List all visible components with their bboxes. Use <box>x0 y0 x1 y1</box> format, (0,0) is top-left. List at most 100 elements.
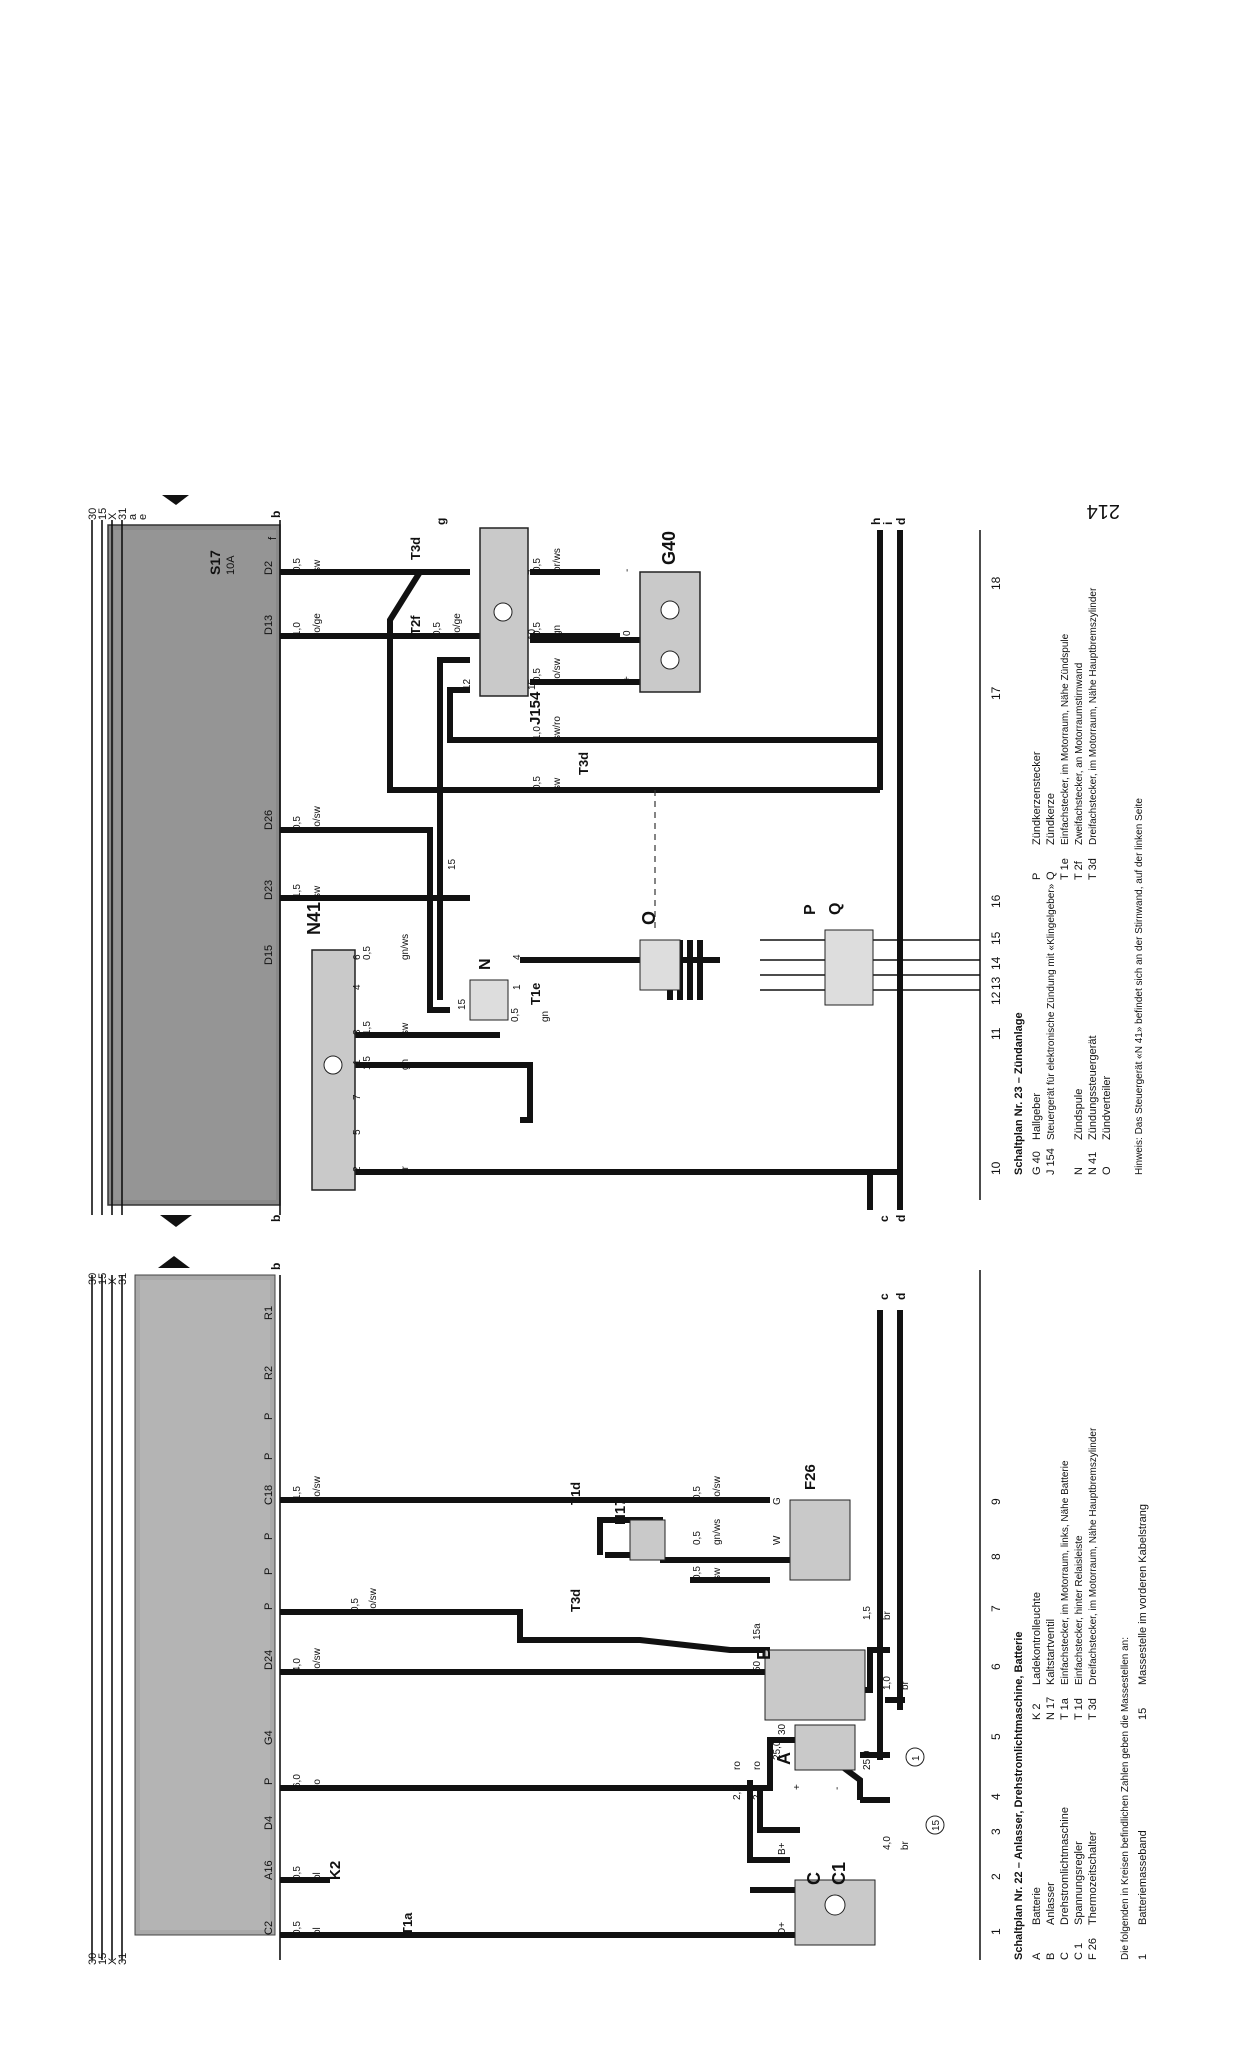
wire-letters-22: b c d <box>269 1263 908 1300</box>
svg-text:T1d: T1d <box>568 1482 583 1505</box>
svg-text:Einfachstecker, im Motorraum,: Einfachstecker, im Motorraum, links, Näh… <box>1060 1460 1071 1685</box>
svg-text:1: 1 <box>352 1059 363 1065</box>
regulator-label: C1 <box>829 1862 849 1885</box>
svg-text:4,0: 4,0 <box>882 1836 893 1850</box>
svg-text:10: 10 <box>989 1161 1003 1175</box>
svg-text:T3d: T3d <box>408 537 423 560</box>
svg-text:G: G <box>772 1497 783 1505</box>
svg-text:N 17: N 17 <box>1045 1697 1057 1720</box>
svg-text:0,5: 0,5 <box>532 622 543 636</box>
svg-text:B: B <box>1045 1953 1057 1960</box>
svg-text:15: 15 <box>97 508 109 520</box>
svg-text:-: - <box>622 569 633 572</box>
coil-label: N <box>477 958 494 970</box>
svg-text:5: 5 <box>989 1733 1003 1740</box>
svg-text:10: 10 <box>527 628 538 640</box>
svg-text:0,5: 0,5 <box>510 1008 521 1022</box>
svg-text:Steuergerät für elektronische: Steuergerät für elektronische Zündung mi… <box>1046 883 1057 1140</box>
svg-text:d: d <box>894 1215 908 1222</box>
svg-text:W: W <box>772 1535 783 1545</box>
svg-text:D15: D15 <box>263 945 275 965</box>
relay-terminals-23: D15 D23 D26 D13 D2 S17 10A <box>207 550 275 965</box>
svg-text:f: f <box>267 536 279 540</box>
svg-text:13: 13 <box>989 976 1003 990</box>
svg-text:0,5: 0,5 <box>532 776 543 790</box>
svg-text:C 1: C 1 <box>1073 1943 1085 1960</box>
bus-labels-22: 30 15 X 31 30 15 X 31 <box>87 1273 129 1965</box>
svg-text:0,5: 0,5 <box>350 1598 361 1612</box>
battery-a <box>794 1724 856 1771</box>
svg-text:15: 15 <box>1137 1708 1149 1720</box>
svg-text:31: 31 <box>117 508 129 520</box>
svg-text:gn/ws: gn/ws <box>400 934 411 960</box>
svg-text:0,5: 0,5 <box>362 946 373 960</box>
svg-text:Zündkerze: Zündkerze <box>1045 793 1057 845</box>
distributor-o <box>639 939 681 991</box>
svg-text:F 26: F 26 <box>1087 1938 1099 1960</box>
pin-labels-23: 2 5 7 1 3 4 6 12 15 10 7 + 0 - 15 1 4 15 <box>352 569 633 1172</box>
g40-label: G40 <box>659 531 679 565</box>
svg-text:P: P <box>263 1533 275 1540</box>
svg-text:0,5: 0,5 <box>692 1486 703 1500</box>
svg-text:T2f: T2f <box>408 615 423 635</box>
svg-text:2,5: 2,5 <box>732 1786 743 1800</box>
section-marker-22 <box>158 1256 190 1268</box>
svg-text:1,5: 1,5 <box>292 884 303 898</box>
svg-text:0,5: 0,5 <box>292 1866 303 1880</box>
svg-text:X: X <box>107 1957 119 1965</box>
svg-text:gn: gn <box>400 1059 411 1070</box>
svg-text:1: 1 <box>1137 1954 1149 1960</box>
svg-text:N 41: N 41 <box>1087 1152 1099 1175</box>
svg-text:br: br <box>400 1165 411 1175</box>
plan-22: 30 15 X 31 30 15 X 31 C2 A16 D4 P G4 D24… <box>87 1256 1149 1965</box>
starter-b <box>764 1649 866 1721</box>
svg-text:P: P <box>263 1568 275 1575</box>
svg-text:br: br <box>900 1680 911 1690</box>
svg-text:O: O <box>1101 1166 1113 1175</box>
svg-text:3: 3 <box>989 1828 1003 1835</box>
svg-text:D23: D23 <box>263 880 275 900</box>
svg-text:T3d: T3d <box>568 1589 583 1612</box>
svg-text:17: 17 <box>989 686 1003 700</box>
svg-text:1,0: 1,0 <box>882 1676 893 1690</box>
svg-text:i: i <box>881 522 895 525</box>
svg-text:Thermozeitschalter: Thermozeitschalter <box>1087 1831 1099 1925</box>
fuse-rating: 10A <box>225 555 237 575</box>
svg-text:ro/sw: ro/sw <box>312 1647 323 1672</box>
svg-text:6: 6 <box>352 954 363 960</box>
svg-text:5: 5 <box>352 1129 363 1135</box>
svg-text:ro/ge: ro/ge <box>312 613 323 636</box>
svg-text:Kaltstartventil: Kaltstartventil <box>1045 1619 1057 1685</box>
svg-text:25,0: 25,0 <box>772 1740 783 1760</box>
svg-text:2,5: 2,5 <box>752 1786 763 1800</box>
svg-text:0,5: 0,5 <box>692 1566 703 1580</box>
svg-text:T 3d: T 3d <box>1087 858 1099 880</box>
svg-text:ro/sw: ro/sw <box>312 1475 323 1500</box>
legend-22: Schaltplan Nr. 22 – Anlasser, Drehstroml… <box>1013 1427 1149 1960</box>
mass-point-1 <box>905 1747 925 1767</box>
svg-text:A: A <box>1031 1952 1043 1960</box>
svg-text:ro: ro <box>312 1779 323 1788</box>
svg-text:sw: sw <box>400 1022 411 1035</box>
section-marker-bottom <box>160 1215 192 1227</box>
svg-text:T3d: T3d <box>576 752 591 775</box>
svg-text:T 1d: T 1d <box>1073 1698 1085 1720</box>
thermo-switch-label: F26 <box>802 1464 819 1490</box>
g40-hall-sender <box>639 571 701 693</box>
svg-text:50: 50 <box>752 1660 763 1672</box>
svg-text:6,0: 6,0 <box>292 1774 303 1788</box>
svg-text:R2: R2 <box>263 1366 275 1380</box>
svg-text:R1: R1 <box>263 1306 275 1320</box>
svg-text:+: + <box>792 1784 803 1790</box>
svg-text:3: 3 <box>352 1029 363 1035</box>
svg-text:P: P <box>263 1603 275 1610</box>
legend-23: Schaltplan Nr. 23 – Zündanlage G 40 Hall… <box>1013 587 1145 1175</box>
svg-text:7: 7 <box>527 569 538 575</box>
alternator-label: C <box>804 1872 824 1885</box>
svg-text:J 154: J 154 <box>1045 1148 1057 1175</box>
svg-text:P: P <box>263 1778 275 1785</box>
svg-text:D13: D13 <box>263 615 275 635</box>
starter-label: B <box>754 1647 774 1660</box>
connector-labels-22: T1a T1d T3d <box>400 1482 583 1935</box>
svg-text:sw: sw <box>712 1567 723 1580</box>
